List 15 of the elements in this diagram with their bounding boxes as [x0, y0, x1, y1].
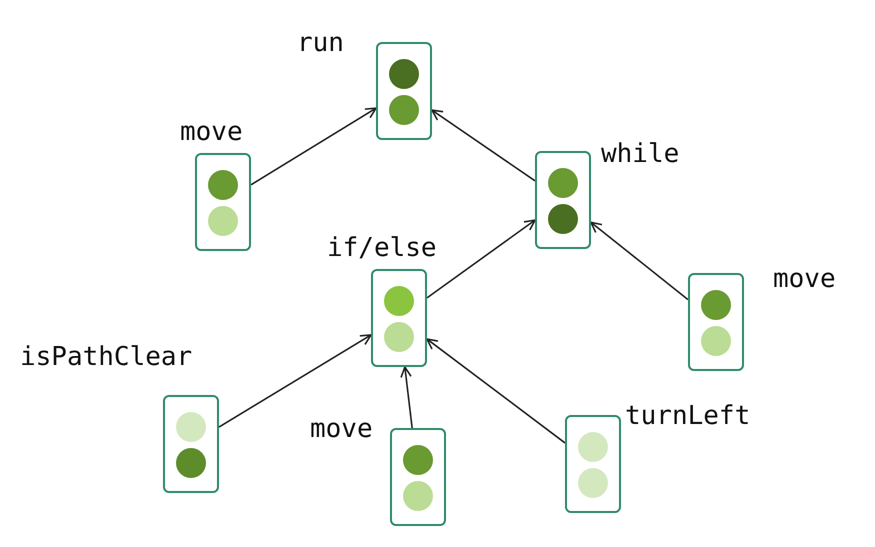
- node-label: move: [180, 117, 243, 147]
- node-label: run: [297, 28, 344, 58]
- node-label: isPathClear: [20, 342, 192, 372]
- arrow: [426, 338, 566, 444]
- node-label: move: [310, 414, 373, 444]
- node-label: if/else: [327, 233, 437, 263]
- arrow: [431, 109, 536, 182]
- arrow: [218, 334, 372, 428]
- arrow: [590, 222, 688, 300]
- arrow: [426, 219, 536, 298]
- arrow: [250, 107, 377, 186]
- node-label: turnLeft: [625, 401, 750, 431]
- node-label: while: [601, 139, 680, 169]
- node-label: move: [773, 264, 836, 294]
- arrow: [400, 366, 413, 428]
